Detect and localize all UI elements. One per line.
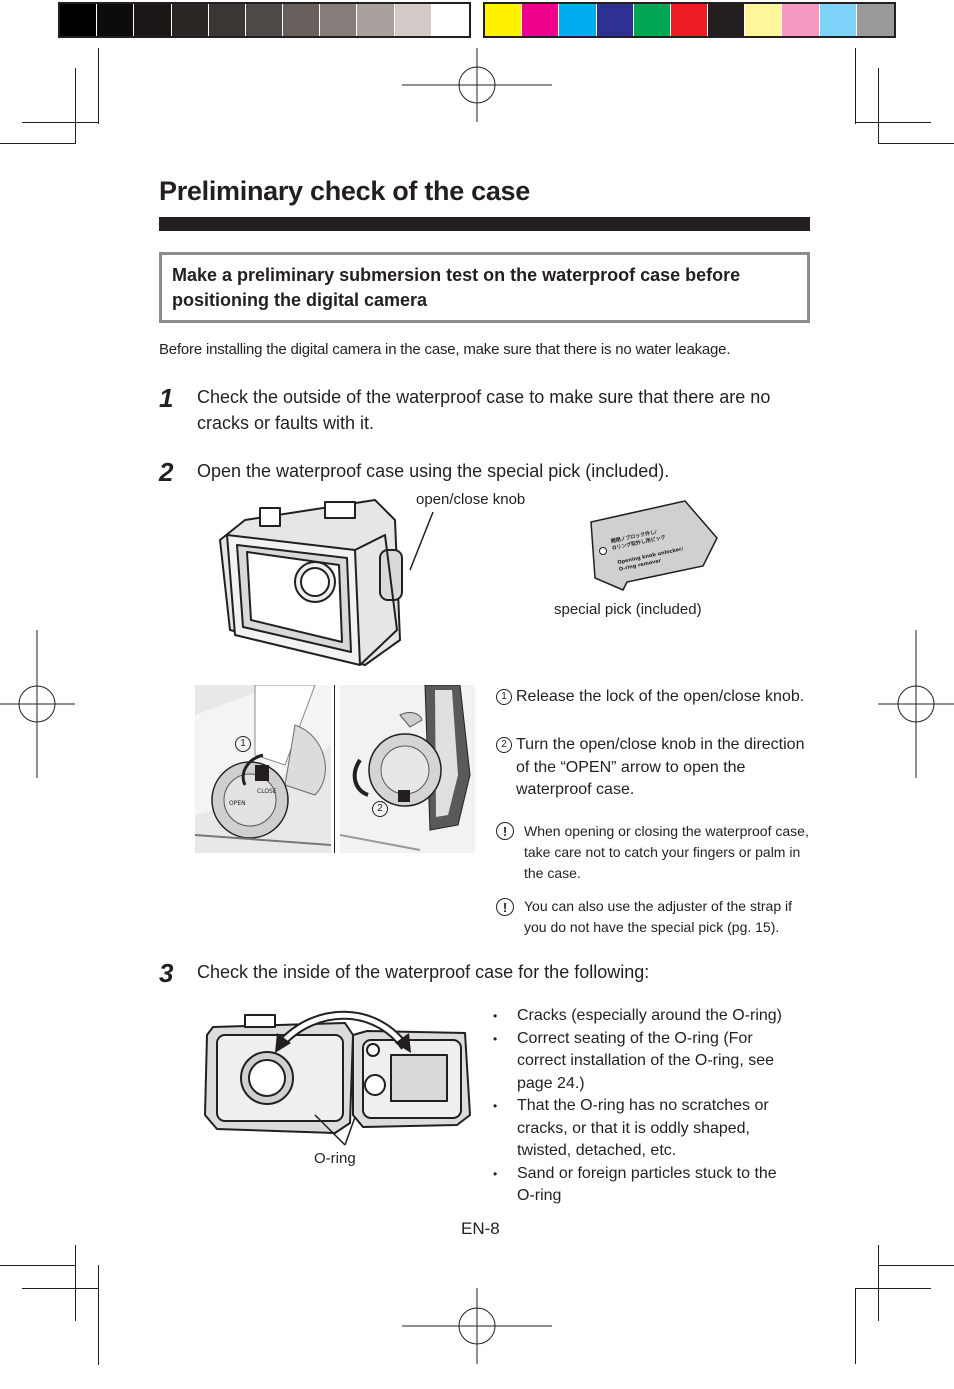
step-2-number: 2 [159, 457, 174, 487]
color-swatch [633, 4, 671, 36]
instruction-1-number: 1 [496, 689, 512, 705]
color-swatch [819, 4, 857, 36]
unlock-knob-photo: OPEN CLOSE [195, 685, 331, 853]
dial-close-text: CLOSE [257, 788, 277, 795]
color-swatch [670, 4, 709, 36]
page-title: Preliminary check of the case [159, 176, 530, 206]
caution-icon: ! [496, 898, 514, 916]
oring-label: O-ring [314, 1150, 356, 1167]
color-swatch [485, 4, 523, 36]
instruction-1-text: Release the lock of the open/close knob. [516, 688, 805, 705]
special-pick-illustration: 開閉ノブロック外し/ Oリング取外し用ピック Opening knob unlo… [590, 500, 718, 591]
title-rule [159, 217, 810, 231]
callout-2: 2 [372, 801, 388, 817]
caution-icon: ! [496, 822, 514, 840]
intro-text: Before installing the digital camera in … [159, 341, 731, 358]
checklist-item: That the O-ring has no scratches or crac… [493, 1095, 793, 1163]
instruction-2-text: Turn the open/close knob in the directio… [516, 736, 805, 798]
instruction-2-number: 2 [496, 737, 512, 753]
checklist-item: Sand or foreign particles stuck to the O… [493, 1163, 793, 1208]
page-number: EN-8 [461, 1219, 500, 1238]
color-swatch [856, 4, 894, 36]
gray-swatch [134, 4, 172, 36]
photo-divider [334, 685, 335, 853]
gray-swatch [97, 4, 135, 36]
gray-swatch [283, 4, 321, 36]
step-3-number: 3 [159, 958, 174, 988]
color-swatch [522, 4, 560, 36]
step-3-text: Check the inside of the waterproof case … [197, 962, 650, 982]
gray-swatch [60, 4, 98, 36]
color-swatch [596, 4, 634, 36]
gray-swatch [320, 4, 358, 36]
pick-label: special pick (included) [554, 601, 702, 618]
grayscale-color-bar [58, 2, 471, 38]
step-2-text: Open the waterproof case using the speci… [197, 461, 670, 481]
step-1-text: Check the outside of the waterproof case… [197, 387, 771, 433]
gray-swatch [208, 4, 246, 36]
gray-swatch [357, 4, 395, 36]
open-case-illustration [204, 1010, 471, 1146]
note-2-text: You can also use the adjuster of the str… [524, 898, 792, 935]
gray-swatch [394, 4, 432, 36]
color-swatch [559, 4, 597, 36]
process-color-bar [483, 2, 896, 38]
checklist: Cracks (especially around the O-ring) Co… [493, 1005, 793, 1208]
checklist-item: Correct seating of the O-ring (For corre… [493, 1028, 793, 1096]
color-swatch [782, 4, 820, 36]
gray-swatch [245, 4, 284, 36]
turn-knob-photo [340, 685, 475, 853]
color-swatch [708, 4, 746, 36]
subheading-box: Make a preliminary submersion test on th… [159, 252, 810, 323]
gray-swatch [431, 4, 469, 36]
knob-label: open/close knob [416, 491, 526, 508]
callout-1: 1 [235, 736, 251, 752]
case-illustration [219, 499, 434, 666]
dial-open-text: OPEN [229, 800, 246, 807]
checklist-item: Cracks (especially around the O-ring) [493, 1005, 793, 1028]
color-swatch [745, 4, 783, 36]
subheading-text: Make a preliminary submersion test on th… [172, 265, 741, 310]
gray-swatch [171, 4, 209, 36]
step-1-number: 1 [159, 383, 174, 413]
note-1-text: When opening or closing the waterproof c… [524, 823, 809, 881]
